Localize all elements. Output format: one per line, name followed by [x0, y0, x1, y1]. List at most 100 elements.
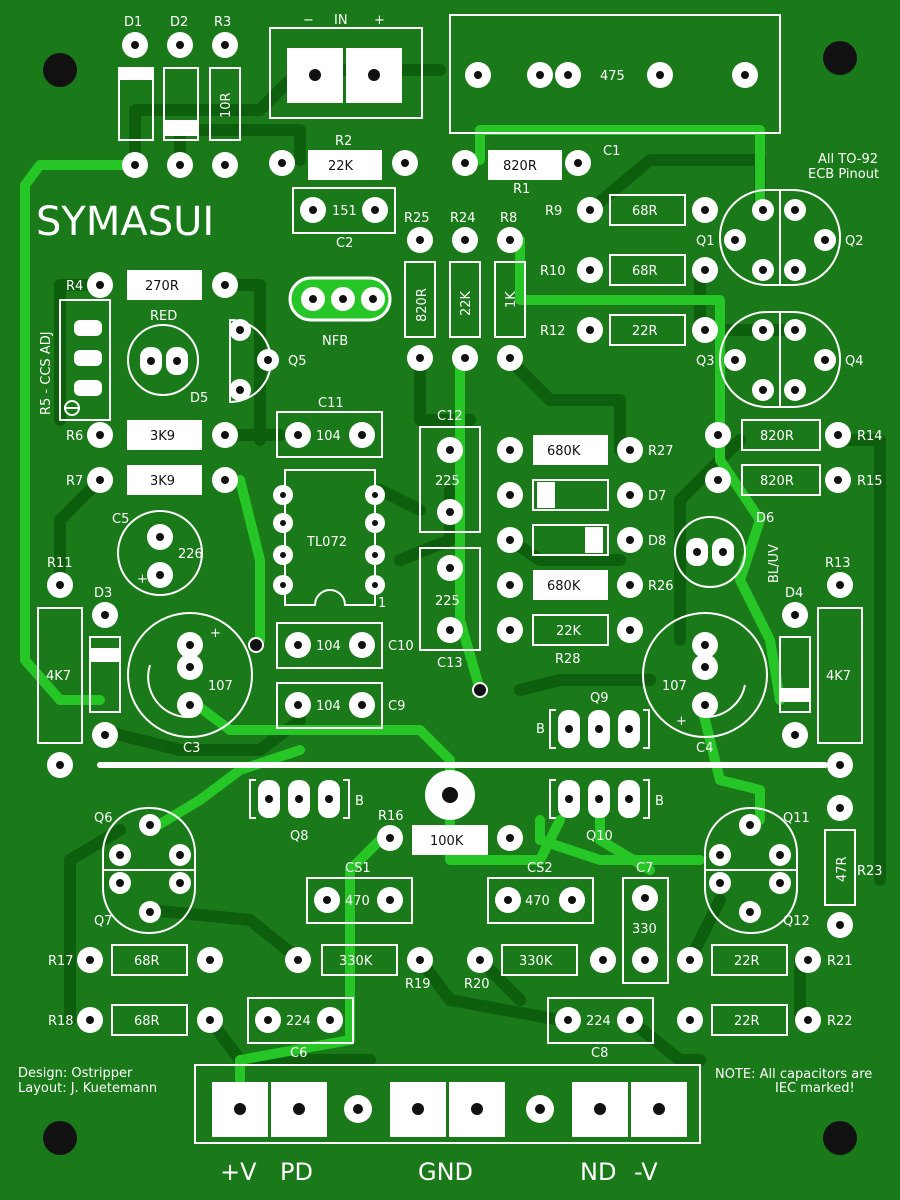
svg-text:C8: C8 [591, 1046, 608, 1061]
q11-q12-pair: Q11 Q12 [704, 807, 810, 934]
svg-text:Q4: Q4 [845, 354, 864, 369]
d5-led-red: RED D5 [127, 309, 208, 406]
svg-text:680K: 680K [547, 444, 581, 459]
svg-text:R1: R1 [513, 182, 530, 197]
svg-text:+: + [374, 13, 385, 28]
svg-text:470: 470 [345, 894, 370, 909]
c8-capacitor: 224 C8 [547, 997, 654, 1061]
copper-traces-dark [54, 64, 886, 1066]
mount-hole-bl [43, 1121, 77, 1155]
svg-text:B: B [536, 722, 545, 737]
r18-resistor: R18 68R [48, 1004, 223, 1036]
r28-resistor: 22K R28 [497, 614, 643, 667]
credits-design: Design: Ostripper [18, 1066, 133, 1081]
d3-diode: D3 [89, 586, 121, 748]
svg-text:CS2: CS2 [527, 861, 553, 876]
r14-resistor: 820R R14 [705, 419, 883, 451]
d7-diode: D7 [497, 479, 666, 511]
svg-text:Q5: Q5 [288, 354, 307, 369]
svg-text:R20: R20 [464, 977, 490, 992]
svg-text:R11: R11 [47, 556, 73, 571]
svg-text:224: 224 [586, 1014, 611, 1029]
r11-resistor: R11 4K7 [37, 556, 83, 778]
svg-text:225: 225 [435, 594, 460, 609]
via-c3 [248, 637, 264, 653]
svg-text:Q9: Q9 [590, 691, 609, 706]
svg-text:820R: 820R [760, 429, 794, 444]
c5-capacitor: C5 226 + [112, 510, 203, 596]
svg-text:R17: R17 [48, 954, 74, 969]
svg-text:R6: R6 [66, 429, 83, 444]
svg-text:C7: C7 [636, 861, 653, 876]
svg-text:1K: 1K [504, 291, 519, 308]
svg-text:Q8: Q8 [290, 829, 309, 844]
svg-text:-V: -V [634, 1158, 658, 1186]
svg-text:+: + [137, 572, 148, 587]
q5-transistor: Q5 [229, 318, 307, 404]
svg-text:330K: 330K [519, 954, 553, 969]
svg-text:RED: RED [150, 309, 177, 324]
to92-note-2: ECB Pinout [808, 167, 879, 182]
c9-capacitor: 104 C9 [276, 682, 405, 729]
svg-text:R14: R14 [857, 429, 883, 444]
r2-resistor: R2 22K [269, 134, 418, 180]
svg-text:68R: 68R [134, 1014, 160, 1029]
svg-text:680K: 680K [547, 579, 581, 594]
svg-text:330K: 330K [339, 954, 373, 969]
r6-resistor: R6 3K9 [66, 420, 238, 450]
q8-transistor: B Q8 [249, 779, 364, 844]
svg-text:R27: R27 [648, 444, 674, 459]
svg-text:IN: IN [334, 13, 348, 28]
q3-q4-pair: Q3 Q4 [696, 311, 864, 408]
svg-text:D7: D7 [648, 489, 666, 504]
r24-resistor: R24 22K [449, 211, 481, 371]
c7-capacitor: C7 330 [622, 861, 669, 984]
svg-text:Q7: Q7 [94, 914, 113, 929]
svg-text:R9: R9 [545, 204, 562, 219]
svg-text:330: 330 [632, 922, 657, 937]
svg-text:C13: C13 [437, 656, 463, 671]
svg-text:3K9: 3K9 [150, 429, 175, 444]
svg-text:Q1: Q1 [696, 234, 715, 249]
svg-text:D8: D8 [648, 534, 666, 549]
svg-text:C1: C1 [603, 144, 620, 159]
r23-resistor: 47R R23 [824, 795, 883, 938]
svg-text:22R: 22R [734, 954, 760, 969]
svg-text:22R: 22R [734, 1014, 760, 1029]
c3-capacitor: 107 + C3 [127, 612, 253, 756]
q9-transistor: Q9 B [536, 691, 650, 749]
svg-text:R12: R12 [540, 324, 566, 339]
r1-resistor: 820R R1 C1 [452, 144, 620, 197]
svg-text:270R: 270R [145, 279, 179, 294]
r21-resistor: 22R R21 [677, 944, 853, 976]
svg-text:PD: PD [280, 1158, 313, 1186]
svg-text:47R: 47R [835, 856, 850, 882]
svg-text:C3: C3 [183, 741, 200, 756]
svg-text:C9: C9 [388, 699, 405, 714]
r3-resistor: R3 10R [209, 15, 241, 178]
d8-diode: D8 [497, 524, 666, 556]
svg-text:R21: R21 [827, 954, 853, 969]
svg-text:Q11: Q11 [783, 811, 810, 826]
svg-text:R24: R24 [450, 211, 476, 226]
svg-text:R15: R15 [857, 474, 883, 489]
svg-text:C5: C5 [112, 512, 129, 527]
svg-text:R23: R23 [857, 864, 883, 879]
svg-text:1: 1 [378, 596, 386, 611]
svg-text:D1: D1 [124, 15, 142, 30]
svg-text:ND: ND [580, 1158, 616, 1186]
svg-text:C11: C11 [318, 396, 344, 411]
svg-text:226: 226 [178, 547, 203, 562]
svg-text:+V: +V [220, 1158, 257, 1186]
c2-capacitor: 151 C2 [292, 187, 396, 251]
svg-text:68R: 68R [134, 954, 160, 969]
r7-resistor: R7 3K9 [66, 465, 238, 495]
svg-text:D5: D5 [190, 391, 208, 406]
svg-text:C10: C10 [388, 639, 414, 654]
svg-text:151: 151 [332, 204, 357, 219]
svg-text:820R: 820R [415, 288, 430, 322]
nfb-jumper: NFB [288, 276, 392, 349]
svg-text:B: B [355, 794, 364, 809]
svg-text:R10: R10 [540, 264, 566, 279]
c13-capacitor: 225 C13 [419, 547, 481, 671]
